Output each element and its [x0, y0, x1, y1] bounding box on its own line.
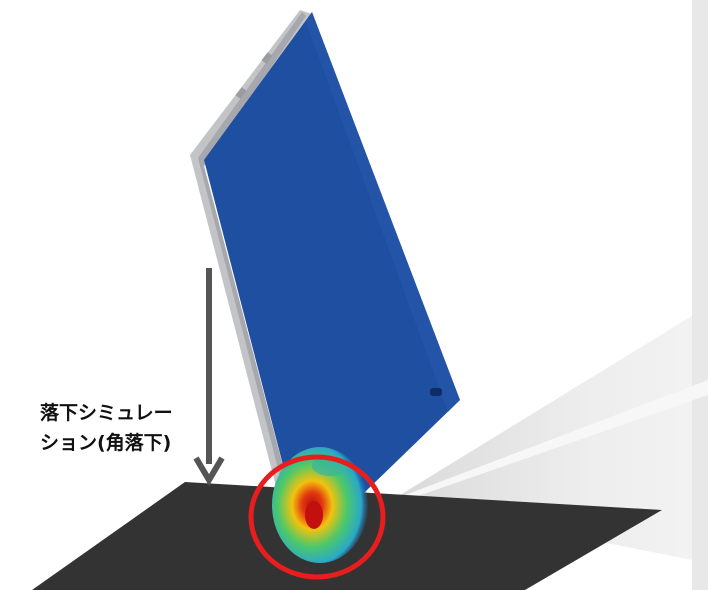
drop-simulation-caption: 落下シミュレー ション(角落下)	[40, 398, 200, 458]
device-surface	[204, 12, 460, 550]
caption-line-2: ション(角落下)	[40, 432, 172, 454]
caption-line-1: 落下シミュレー	[40, 402, 173, 424]
down-arrow-icon	[193, 268, 225, 486]
zoom-callout-panel	[392, 0, 708, 590]
device-model	[190, 10, 460, 563]
red-circle-icon	[248, 454, 386, 580]
